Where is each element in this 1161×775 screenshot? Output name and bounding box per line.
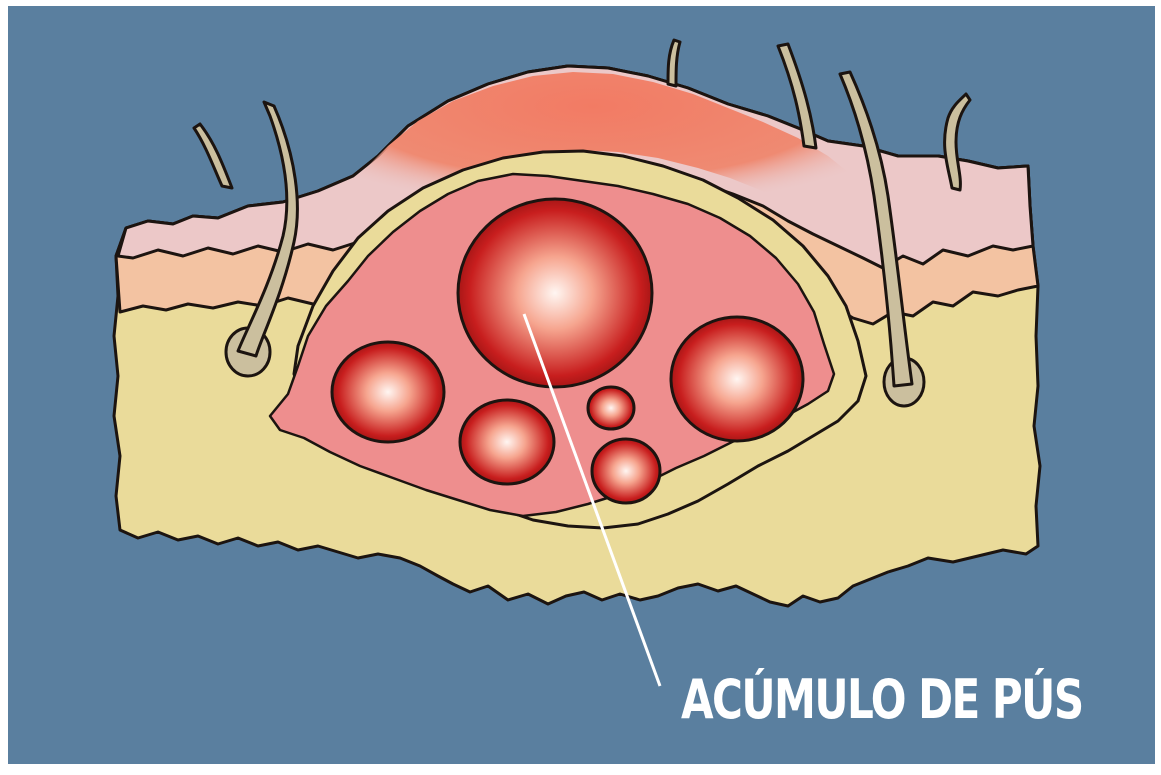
pus-globule-small xyxy=(588,387,634,429)
pus-globule-large xyxy=(458,199,652,387)
skin-abscess-illustration xyxy=(8,6,1155,764)
pus-globule-left xyxy=(332,342,444,442)
pus-globule-bottom-left xyxy=(460,400,554,484)
pus-globule-right xyxy=(671,317,803,441)
pus-accumulation-label: ACÚMULO DE PÚS xyxy=(681,668,1083,731)
pus-globule-bottom-right xyxy=(592,439,660,503)
diagram-panel: ACÚMULO DE PÚS xyxy=(8,6,1155,764)
